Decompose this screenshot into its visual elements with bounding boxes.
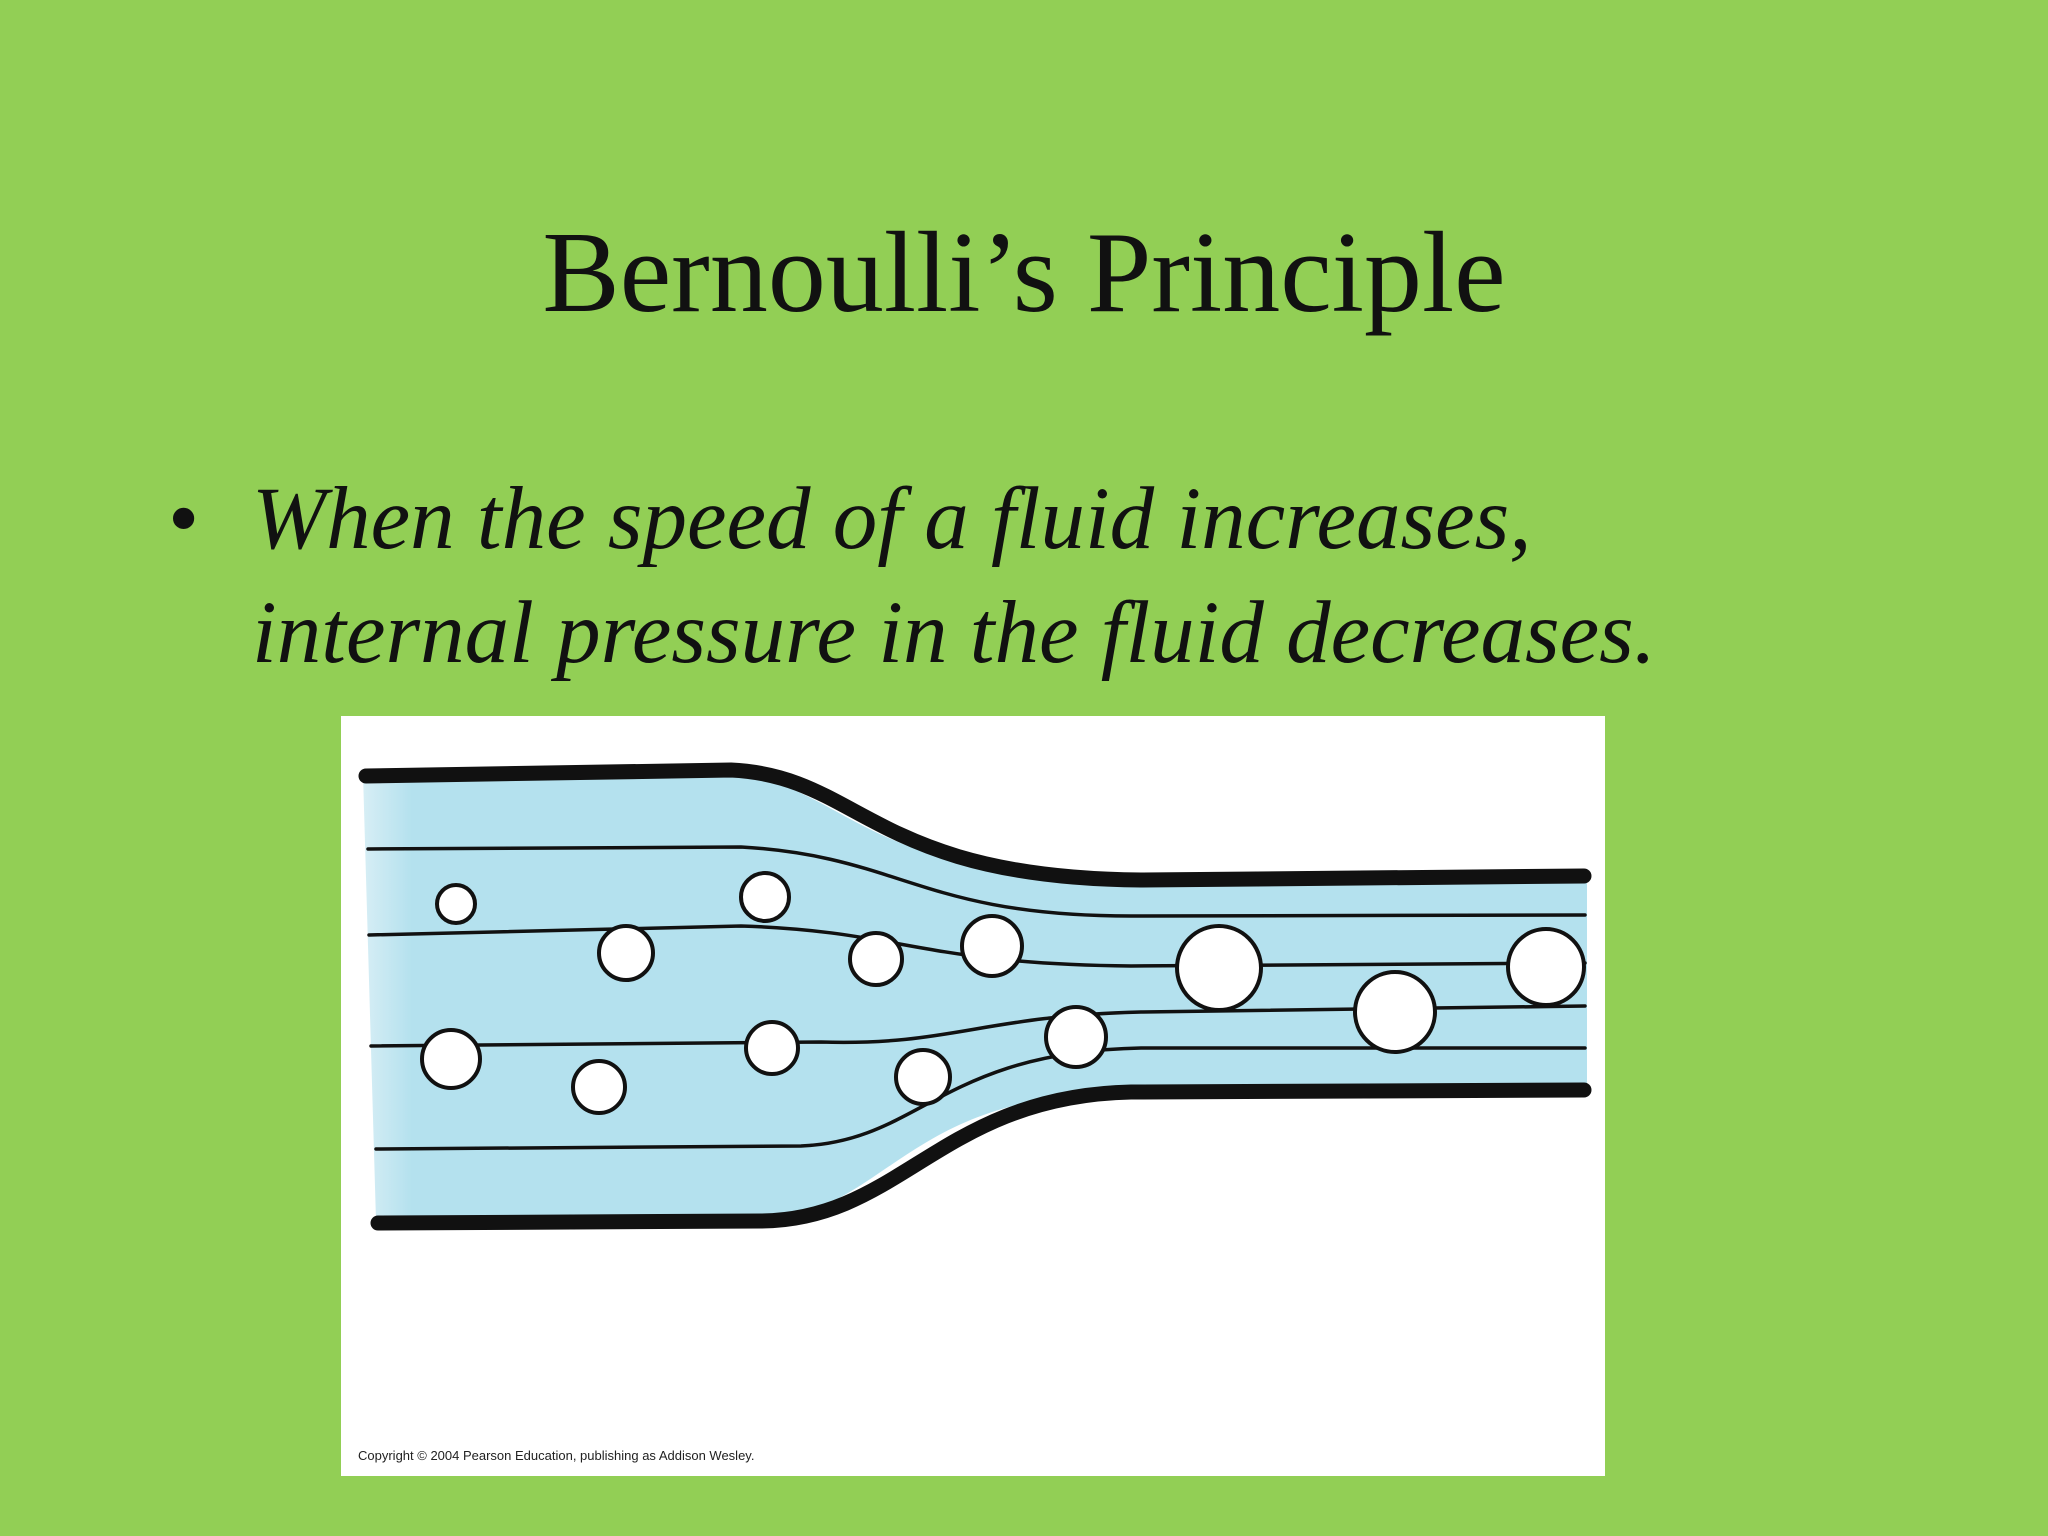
bullet-marker: • bbox=[168, 470, 200, 568]
slide-title: Bernoulli’s Principle bbox=[542, 209, 1506, 337]
streamline-3 bbox=[369, 1004, 1587, 1048]
bernoulli-flow-diagram: Copyright © 2004 Pearson Education, publ… bbox=[341, 716, 1605, 1476]
particle bbox=[597, 924, 655, 982]
flow-pipe-illustration bbox=[358, 762, 1592, 1231]
pipe-bottom-wall bbox=[370, 1082, 1592, 1231]
particle bbox=[739, 871, 791, 923]
copyright-note: Copyright © 2004 Pearson Education, publ… bbox=[358, 1448, 755, 1463]
particle bbox=[1353, 970, 1437, 1054]
particle bbox=[848, 931, 904, 987]
particle bbox=[1175, 924, 1263, 1012]
bullet-line-1: When the speed of a fluid increases, bbox=[252, 470, 1532, 568]
particle bbox=[1044, 1005, 1108, 1069]
pipe-top-wall bbox=[358, 762, 1592, 888]
particle bbox=[894, 1048, 952, 1106]
streamline-2 bbox=[367, 924, 1587, 968]
streamline-1 bbox=[366, 845, 1587, 918]
particle bbox=[744, 1020, 800, 1076]
particle bbox=[420, 1028, 482, 1090]
particle bbox=[571, 1059, 627, 1115]
particle bbox=[960, 914, 1024, 978]
bullet-line-2: internal pressure in the fluid decreases… bbox=[252, 584, 1657, 682]
particle bbox=[1506, 927, 1586, 1007]
particle bbox=[435, 883, 477, 925]
